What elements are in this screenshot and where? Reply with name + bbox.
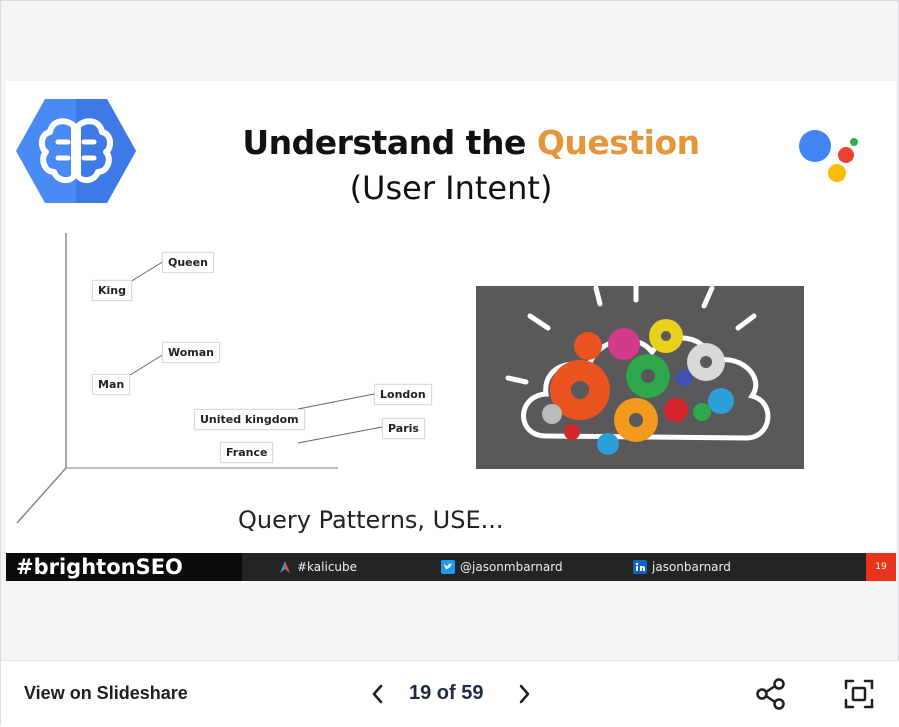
share-icon[interactable] xyxy=(753,676,789,712)
embedding-plot-axes xyxy=(16,233,383,524)
footer-twitter: @jasonmbarnard xyxy=(441,553,563,581)
embedding-label-paris: Paris xyxy=(382,418,425,439)
fullscreen-icon[interactable] xyxy=(841,676,877,712)
slide[interactable]: Understand the Question (User Intent) Ki… xyxy=(6,81,896,581)
slide-footer-bar: #brightonSEO #kalicube @jasonmbarnard ja… xyxy=(6,553,896,581)
footer-linkedin-text: jasonbarnard xyxy=(652,560,731,574)
footer-twitter-text: @jasonmbarnard xyxy=(460,560,563,574)
embedding-label-king: King xyxy=(92,280,132,301)
linkedin-icon xyxy=(633,560,647,574)
slide-title-text: Understand the xyxy=(242,123,537,162)
ai-brain-hexagon-icon xyxy=(16,99,136,203)
embedding-label-france: France xyxy=(220,442,274,463)
footer-linkedin: jasonbarnard xyxy=(633,553,731,581)
embedding-label-man: Man xyxy=(92,374,131,395)
slide-footnote: Query Patterns, USE... xyxy=(238,506,504,534)
viewer-controls: View on Slideshare 19 of 59 xyxy=(1,660,899,727)
kalicube-logo-icon xyxy=(280,561,290,573)
twitter-icon xyxy=(441,560,455,574)
footer-hashtag: #kalicube xyxy=(278,553,357,581)
page-indicator: 19 of 59 xyxy=(409,682,484,704)
slide-title-accent: Question xyxy=(536,123,700,162)
slide-subtitle: (User Intent) xyxy=(349,169,553,207)
chevron-right-icon[interactable] xyxy=(512,681,536,707)
google-assistant-dots-icon xyxy=(799,130,858,182)
slide-title: Understand the Question xyxy=(6,123,896,162)
embedding-label-london: London xyxy=(374,384,432,405)
footer-slide-number: 19 xyxy=(866,553,896,581)
chevron-left-icon[interactable] xyxy=(366,681,390,707)
embedding-label-queen: Queen xyxy=(162,252,214,273)
footer-hashtag-text: #kalicube xyxy=(297,560,358,574)
gears-in-cloud-illustration xyxy=(476,279,804,469)
pagination: 19 of 59 xyxy=(366,677,536,711)
view-on-slideshare-link[interactable]: View on Slideshare xyxy=(24,683,188,703)
embedding-label-united-kingdom: United kingdom xyxy=(194,409,305,430)
embedding-label-woman: Woman xyxy=(162,342,221,363)
footer-brand: #brightonSEO xyxy=(6,553,242,581)
